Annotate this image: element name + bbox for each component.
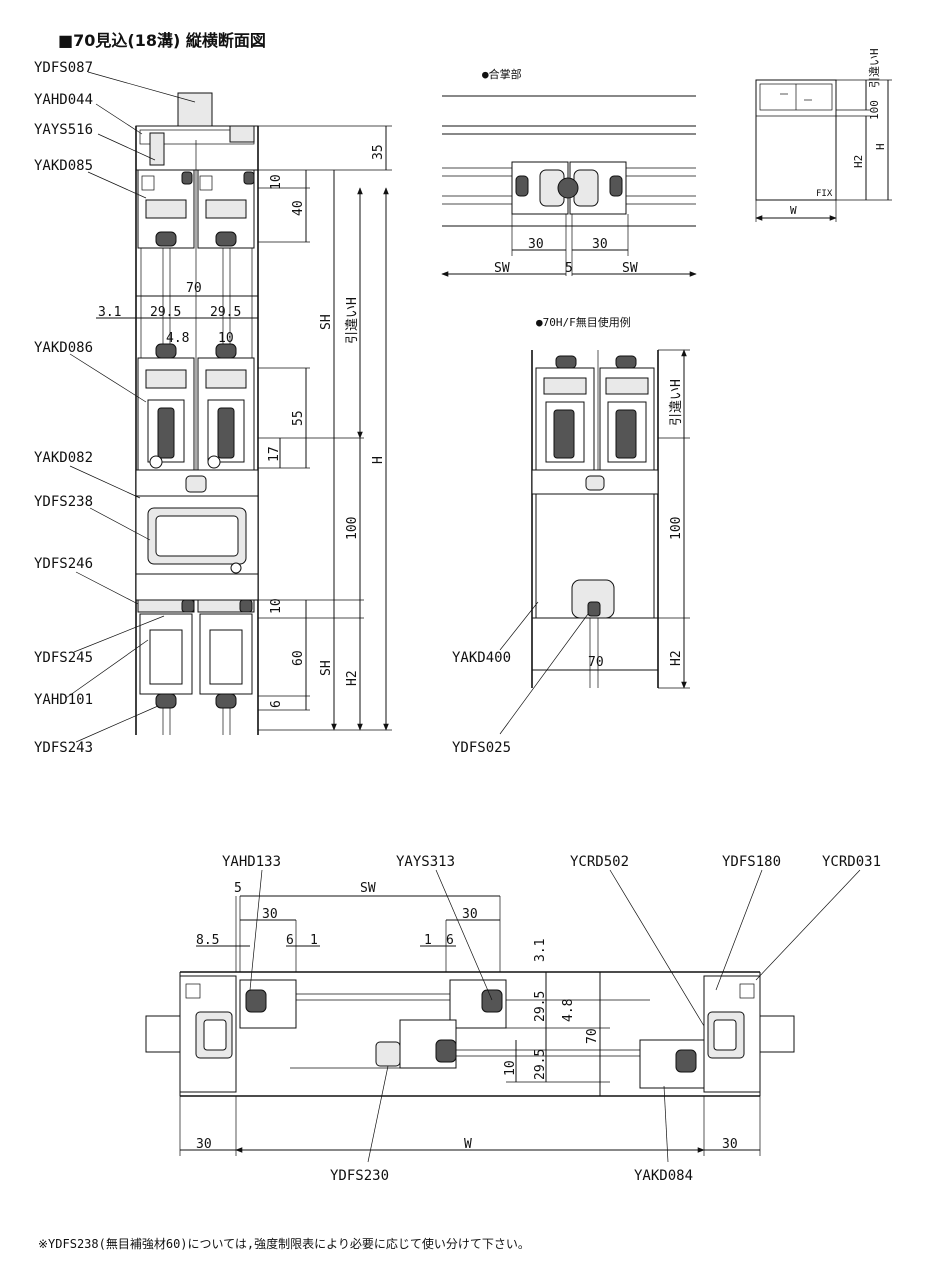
dim-label: 引違いH — [345, 297, 360, 344]
dim-label: 30 — [592, 237, 608, 252]
vertical-section — [65, 71, 392, 743]
part-label: YAKD082 — [34, 450, 93, 466]
dim-label: 3.1 — [98, 305, 121, 320]
dim-label: 10 — [269, 598, 284, 614]
dim-label: SW — [494, 261, 510, 276]
dim-label: 1 — [424, 933, 432, 948]
part-label: YCRD502 — [570, 854, 629, 870]
dim-label: 4.8 — [561, 999, 576, 1022]
part-label: YAHD133 — [222, 854, 281, 870]
dim-label: SH — [319, 660, 334, 676]
part-label: YDFS243 — [34, 740, 93, 756]
dim-label: 29.5 — [210, 305, 241, 320]
dim-label: 60 — [291, 650, 306, 666]
dim-label: 6 — [446, 933, 454, 948]
dim-label: 29.5 — [533, 1049, 548, 1080]
dim-label: 6 — [286, 933, 294, 948]
dim-label: 6 — [269, 700, 284, 708]
dim-label: H — [371, 456, 386, 464]
page-title: ■70見込(18溝) 縦横断面図 — [58, 31, 266, 50]
dim-label: 30 — [528, 237, 544, 252]
dim-label: W — [464, 1137, 472, 1152]
meeting-section — [441, 95, 697, 277]
dim-label: 1 — [310, 933, 318, 948]
dim-label: SW — [622, 261, 638, 276]
part-label: YAHD044 — [34, 92, 93, 108]
part-label: YAYS516 — [34, 122, 93, 138]
dim-label: W — [790, 204, 797, 217]
dim-label: 35 — [371, 144, 386, 160]
top-block — [177, 92, 213, 127]
footnote: ※YDFS238(無目補強材60)については,強度制限表により必要に応じて使い分… — [38, 1237, 530, 1251]
meeting-section-title: ●合掌部 — [482, 67, 522, 81]
part-label: YAKD084 — [634, 1168, 693, 1184]
dim-label: H2 — [345, 670, 360, 686]
part-label: YDFS238 — [34, 494, 93, 510]
dim-label: 70 — [588, 655, 604, 670]
dim-label: 10 — [218, 331, 234, 346]
fix-section-title: ●70H/F無目使用例 — [536, 315, 631, 329]
dim-label: 30 — [196, 1137, 212, 1152]
dim-label: 29.5 — [150, 305, 181, 320]
dim-label: 引違いH — [867, 48, 881, 88]
dim-label: 3.1 — [533, 939, 548, 962]
fix-label: FIX — [816, 189, 833, 199]
part-label: YCRD031 — [822, 854, 881, 870]
dim-label: 17 — [267, 446, 282, 462]
part-label: YDFS087 — [34, 60, 93, 76]
part-label: YDFS180 — [722, 854, 781, 870]
dim-label: 100 — [868, 100, 881, 120]
dim-label: H — [874, 143, 887, 150]
dim-label: 10 — [269, 174, 284, 190]
dim-label: SW — [360, 881, 376, 896]
dim-label: 29.5 — [533, 991, 548, 1022]
part-label: YAKD085 — [34, 158, 93, 174]
dim-label: 4.8 — [166, 331, 189, 346]
dim-label: 5 — [234, 881, 242, 896]
dim-label: 40 — [291, 200, 306, 216]
dim-label: 8.5 — [196, 933, 219, 948]
dim-label: 引違いH — [669, 379, 684, 426]
part-label: YDFS025 — [452, 740, 511, 756]
part-label: YAKD400 — [452, 650, 511, 666]
dim-label: 100 — [345, 517, 360, 540]
dim-label: 30 — [262, 907, 278, 922]
dim-label: 70 — [186, 281, 202, 296]
part-label: YDFS230 — [330, 1168, 389, 1184]
dim-label: 30 — [462, 907, 478, 922]
part-label: YAHD101 — [34, 692, 93, 708]
dim-label: H2 — [669, 650, 684, 666]
dim-label: 5 — [565, 261, 573, 276]
part-label: YAKD086 — [34, 340, 93, 356]
dim-label: 100 — [669, 517, 684, 540]
dim-label: 70 — [585, 1028, 600, 1044]
part-label: YAYS313 — [396, 854, 455, 870]
elevation-diagram — [755, 79, 892, 222]
horizontal-section — [145, 869, 861, 1163]
part-label: YDFS246 — [34, 556, 93, 572]
fix-section — [499, 349, 690, 735]
dim-label: H2 — [852, 155, 865, 168]
dim-label: 30 — [722, 1137, 738, 1152]
dim-label: 10 — [503, 1060, 518, 1076]
dim-label: 55 — [291, 410, 306, 426]
part-label: YDFS245 — [34, 650, 93, 666]
dim-label: SH — [319, 314, 334, 330]
